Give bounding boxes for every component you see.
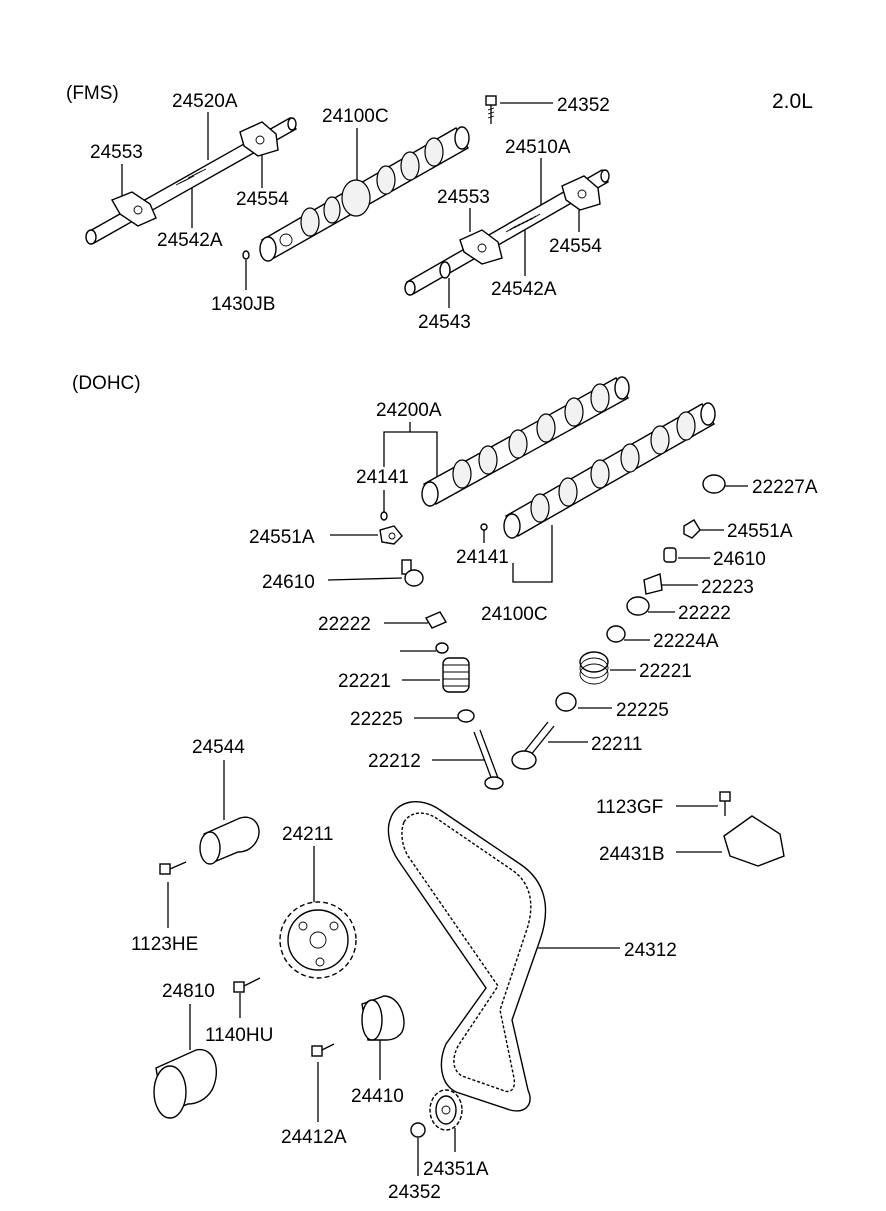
part-label-22212[interactable]: 22212 (368, 751, 421, 772)
lash-adjuster-24551A-right[interactable] (683, 519, 701, 539)
part-label-22223[interactable]: 22223 (701, 577, 754, 598)
valve-22212[interactable] (473, 729, 504, 790)
part-label-22225-right[interactable]: 22225 (616, 700, 669, 721)
sprocket-24211[interactable] (279, 901, 357, 979)
part-label-1123HE[interactable]: 1123HE (131, 934, 198, 955)
part-label-24351A[interactable]: 24351A (423, 1159, 489, 1180)
part-label-24200A[interactable]: 24200A (376, 400, 442, 421)
camshaft-24200A[interactable] (421, 376, 630, 507)
idler-24810[interactable] (153, 1048, 217, 1119)
part-label-1123GF[interactable]: 1123GF (596, 797, 663, 818)
pin-24141-lower[interactable] (480, 523, 488, 531)
part-label-24100C-bottom[interactable]: 24100C (481, 604, 548, 625)
part-label-22221-right[interactable]: 22221 (639, 661, 692, 682)
spring-22221-left[interactable] (442, 657, 470, 693)
spring-22221-right[interactable] (579, 651, 609, 685)
sprocket-24351A[interactable] (429, 1089, 463, 1131)
part-label-24312[interactable]: 24312 (624, 940, 677, 961)
engine-label: 2.0L (772, 90, 813, 113)
part-label-24551A-left[interactable]: 24551A (249, 527, 315, 548)
bracket-24554-right[interactable] (561, 175, 601, 211)
bracket-24554-left[interactable] (239, 121, 279, 157)
part-label-22222-left[interactable]: 22222 (318, 614, 371, 635)
part-label-24141-lower[interactable]: 24141 (456, 547, 509, 568)
section-label-fms: (FMS) (66, 83, 119, 104)
lash-adjuster-24610-left[interactable] (401, 559, 424, 587)
part-label-24554-right[interactable]: 24554 (549, 236, 602, 257)
seat-22224A[interactable] (606, 625, 626, 643)
section-label-dohc: (DOHC) (72, 373, 141, 394)
valve-22211[interactable] (511, 721, 555, 770)
part-label-24554-left[interactable]: 24554 (236, 189, 289, 210)
pin-24141-upper[interactable] (380, 511, 388, 521)
part-label-24543[interactable]: 24543 (418, 312, 471, 333)
part-label-24551A-right[interactable]: 24551A (727, 521, 793, 542)
idler-24410[interactable] (361, 995, 405, 1041)
part-label-24542A-left[interactable]: 24542A (157, 230, 223, 251)
spring-24543[interactable] (439, 261, 451, 279)
part-label-24553-left[interactable]: 24553 (90, 142, 143, 163)
bolt-1123GF[interactable] (719, 791, 731, 816)
retainer-22222-right[interactable] (626, 596, 650, 616)
part-label-24610-left[interactable]: 24610 (262, 572, 315, 593)
part-label-22225-left[interactable]: 22225 (350, 709, 403, 730)
part-label-24352-top[interactable]: 24352 (557, 95, 610, 116)
part-label-22227A[interactable]: 22227A (752, 477, 818, 498)
lash-adjuster-24610-right[interactable] (663, 547, 677, 563)
timing-belt-24312[interactable] (387, 801, 547, 1112)
leader-lines (121, 102, 748, 1176)
bolt-1123HE[interactable] (159, 861, 187, 875)
part-label-24410[interactable]: 24410 (351, 1086, 404, 1107)
part-label-1430JB[interactable]: 1430JB (211, 294, 275, 315)
rocker-shaft-24510A[interactable] (404, 169, 610, 296)
bolt-1140HU[interactable] (233, 977, 261, 993)
part-label-24810[interactable]: 24810 (162, 981, 215, 1002)
part-label-24553-right[interactable]: 24553 (437, 187, 490, 208)
part-label-24542A-right[interactable]: 24542A (491, 279, 557, 300)
part-label-24412A[interactable]: 24412A (281, 1127, 347, 1148)
retainer-22222-left[interactable] (424, 611, 448, 629)
lash-adjuster-24551A-left[interactable] (379, 525, 403, 545)
part-label-24431B[interactable]: 24431B (599, 844, 665, 865)
part-label-22221-left[interactable]: 22221 (338, 671, 391, 692)
cover-24431B[interactable] (723, 815, 785, 867)
tensioner-24544[interactable] (199, 816, 260, 865)
bolt-24412A[interactable] (311, 1043, 335, 1057)
bracket-24553-right[interactable] (459, 229, 503, 265)
retainer-22223[interactable] (643, 573, 663, 595)
seat-22224[interactable] (435, 642, 449, 654)
washer-24352-bottom[interactable] (410, 1122, 426, 1138)
part-label-22224A[interactable]: 22224A (653, 631, 719, 652)
part-label-24100C-top[interactable]: 24100C (322, 106, 389, 127)
part-label-24141-upper[interactable]: 24141 (356, 467, 409, 488)
pin-1430JB[interactable] (242, 250, 250, 260)
bolt-24352-top[interactable] (485, 95, 497, 124)
seal-22225-left[interactable] (457, 709, 475, 723)
part-label-22222-right[interactable]: 22222 (678, 603, 731, 624)
part-label-24520A[interactable]: 24520A (172, 91, 238, 112)
part-label-24544[interactable]: 24544 (192, 737, 245, 758)
part-label-24510A[interactable]: 24510A (505, 137, 571, 158)
seal-22225-right[interactable] (555, 692, 577, 712)
camshaft-24100C-dohc[interactable] (503, 402, 716, 539)
part-label-24610-right[interactable]: 24610 (713, 549, 766, 570)
camshaft-24100C-fms[interactable] (259, 126, 470, 262)
part-label-22211[interactable]: 22211 (591, 734, 642, 755)
bracket-24553-left[interactable] (110, 191, 157, 227)
part-label-24211[interactable]: 24211 (282, 824, 333, 845)
part-label-1140HU[interactable]: 1140HU (205, 1025, 273, 1046)
plug-22227A[interactable] (702, 474, 726, 494)
part-label-24352-bottom[interactable]: 24352 (388, 1182, 441, 1203)
